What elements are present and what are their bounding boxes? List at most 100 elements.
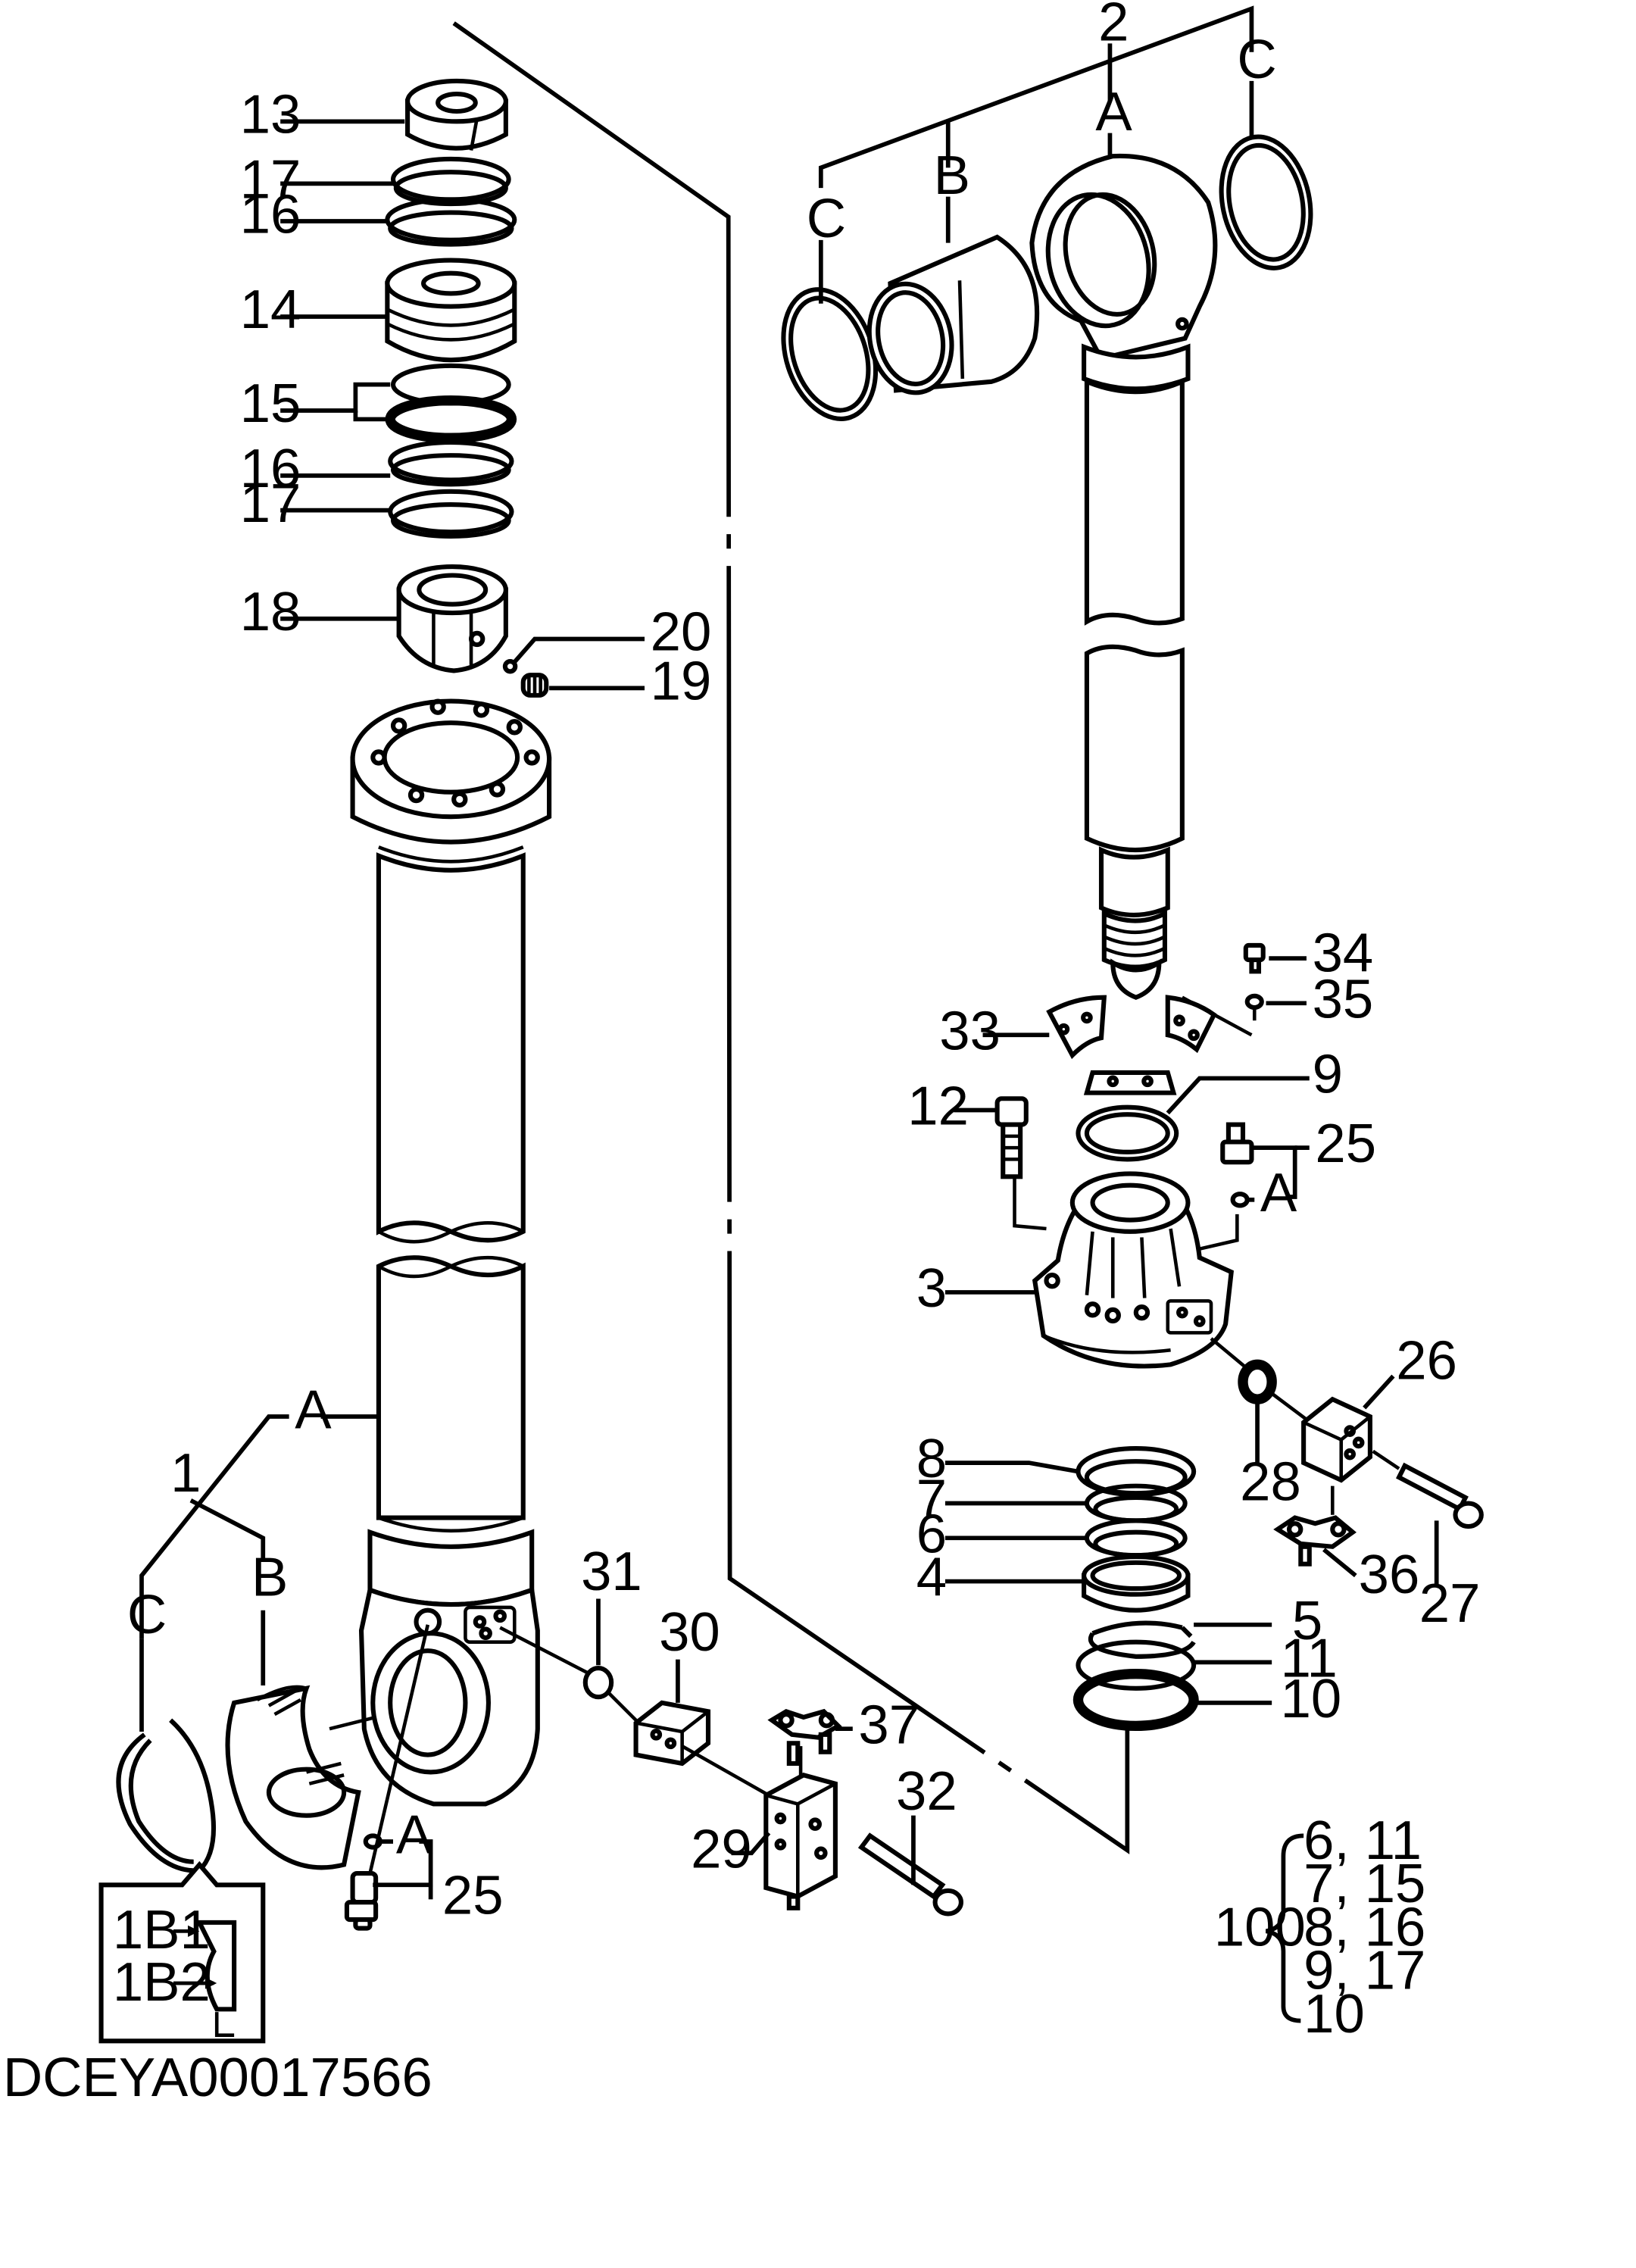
part-2A-rod-eye [1029,153,1218,392]
part-16-lower-ring [388,439,514,487]
kit-row-3: 8, 16 [1303,1896,1425,1957]
label-12: 12 [907,1076,969,1137]
part-18-piston-nut [396,564,508,673]
cylinder-tube-upper [376,845,526,1244]
part-28-o-ring [1238,1359,1277,1404]
label-13: 13 [240,84,301,145]
label-14: 14 [240,279,301,340]
label-25-up: 25 [1315,1113,1376,1174]
piston-rod-upper [1084,378,1185,626]
cover-to-o-ring-line [1210,1337,1247,1369]
label-B-left: B [251,1547,288,1608]
label-16: 16 [240,183,301,245]
part-31-o-ring [582,1666,614,1700]
label-26: 26 [1396,1329,1457,1391]
part-19-set-screw [520,673,549,698]
label-17: 17 [240,148,301,210]
part-17-lower-ring [388,489,514,539]
label-36: 36 [1359,1544,1420,1605]
label-6: 6 [916,1503,947,1564]
part-14-piston [385,258,517,363]
part-17-upper-ring [390,156,511,207]
label-32: 32 [896,1760,957,1822]
label-27: 27 [1419,1573,1481,1634]
label-30: 30 [659,1601,720,1663]
lower-left-connector-lines [499,1626,803,1797]
kit-row-2: 7, 15 [1303,1853,1425,1914]
part-12-socket-bolt [994,1096,1047,1231]
label-2: 2 [1098,0,1129,53]
part-29-valve-block [763,1772,838,1910]
part-2B-bushing [866,234,1040,395]
label-5: 5 [1292,1590,1322,1651]
label-B-top: B [934,145,970,206]
label-18: 18 [240,581,301,642]
part-34-bolt [1243,942,1266,974]
label-C-left: C [127,1584,167,1645]
part-37-clamp [767,1708,842,1767]
cylinder-tube-lower [376,1255,526,1532]
callout-labels: 13 17 16 14 15 16 17 18 20 19 1 A B C 31… [113,0,1481,2013]
kit-row-4: 9, 17 [1303,1940,1425,2001]
label-7: 7 [916,1469,947,1530]
label-19: 19 [651,651,712,712]
kit-row-5: 10 [1303,1983,1365,2045]
detail-box-arrows [173,1925,217,1989]
label-31: 31 [581,1541,642,1602]
label-A-low: A [396,1804,433,1865]
tube-head-clevis [358,1529,540,1807]
label-1B2: 1B2 [113,1951,211,2013]
drawing-code: DCEYA00017566 [3,2047,432,2108]
label-25-low: 25 [442,1864,504,1926]
assembly-boundary-line [452,21,1130,1854]
label-8: 8 [916,1428,947,1489]
label-20: 20 [651,601,712,663]
label-A-top: A [1095,81,1132,142]
part-27-bolt [1372,1449,1484,1529]
piston-rod-lower [1084,644,1185,1000]
label-33: 33 [939,1000,1001,1061]
part-10-o-ring [1072,1669,1199,1732]
part-16-upper-ring [385,197,517,247]
part-4-bushing [1082,1554,1191,1613]
part-25-lower-grease-fitting [344,1624,430,1931]
kit-number: 100 [1214,1896,1306,1957]
part-33-split-ring [1046,995,1253,1095]
label-37: 37 [858,1694,919,1755]
label-1: 1 [170,1442,201,1504]
part-3-rod-cover [1032,1171,1235,1369]
label-4: 4 [916,1547,947,1608]
label-17-lower: 17 [240,473,301,534]
part-1B-spherical-bearing [225,1685,376,1870]
part-36-clamp [1273,1485,1357,1567]
label-15: 15 [240,373,301,434]
label-10: 10 [1281,1668,1342,1729]
label-29: 29 [691,1818,752,1879]
part-9-ring [1076,1104,1179,1162]
label-28: 28 [1240,1451,1301,1513]
part-2C-right-seal-ring [1219,134,1313,270]
label-A-up: A [1260,1162,1297,1223]
label-35: 35 [1313,968,1374,1029]
part-25-upper-grease-fitting [1199,1122,1254,1251]
part-26-block [1270,1392,1372,1483]
part-32-bolt [857,1832,963,1917]
part-1C-snap-ring [116,1718,217,1873]
kit-row-1: 6, 11 [1303,1810,1422,1871]
label-11: 11 [1281,1628,1338,1689]
part-20-steel-ball [502,658,518,674]
label-34: 34 [1313,922,1374,983]
part-6-ring [1084,1518,1188,1558]
label-1B1: 1B1 [113,1899,211,1960]
label-16-lower: 16 [240,438,301,499]
label-9: 9 [1313,1044,1343,1105]
rod-cover-flange [350,698,552,845]
leader-lines [139,5,1439,2023]
part-15-piston-seal [385,363,517,443]
kit-contents-table: 100 6, 11 7, 15 8, 16 9, 17 10 [1214,1810,1426,2045]
label-A-left: A [295,1379,332,1440]
part-5-snap-ring [1088,1620,1196,1659]
part-35-washer [1244,993,1264,1021]
